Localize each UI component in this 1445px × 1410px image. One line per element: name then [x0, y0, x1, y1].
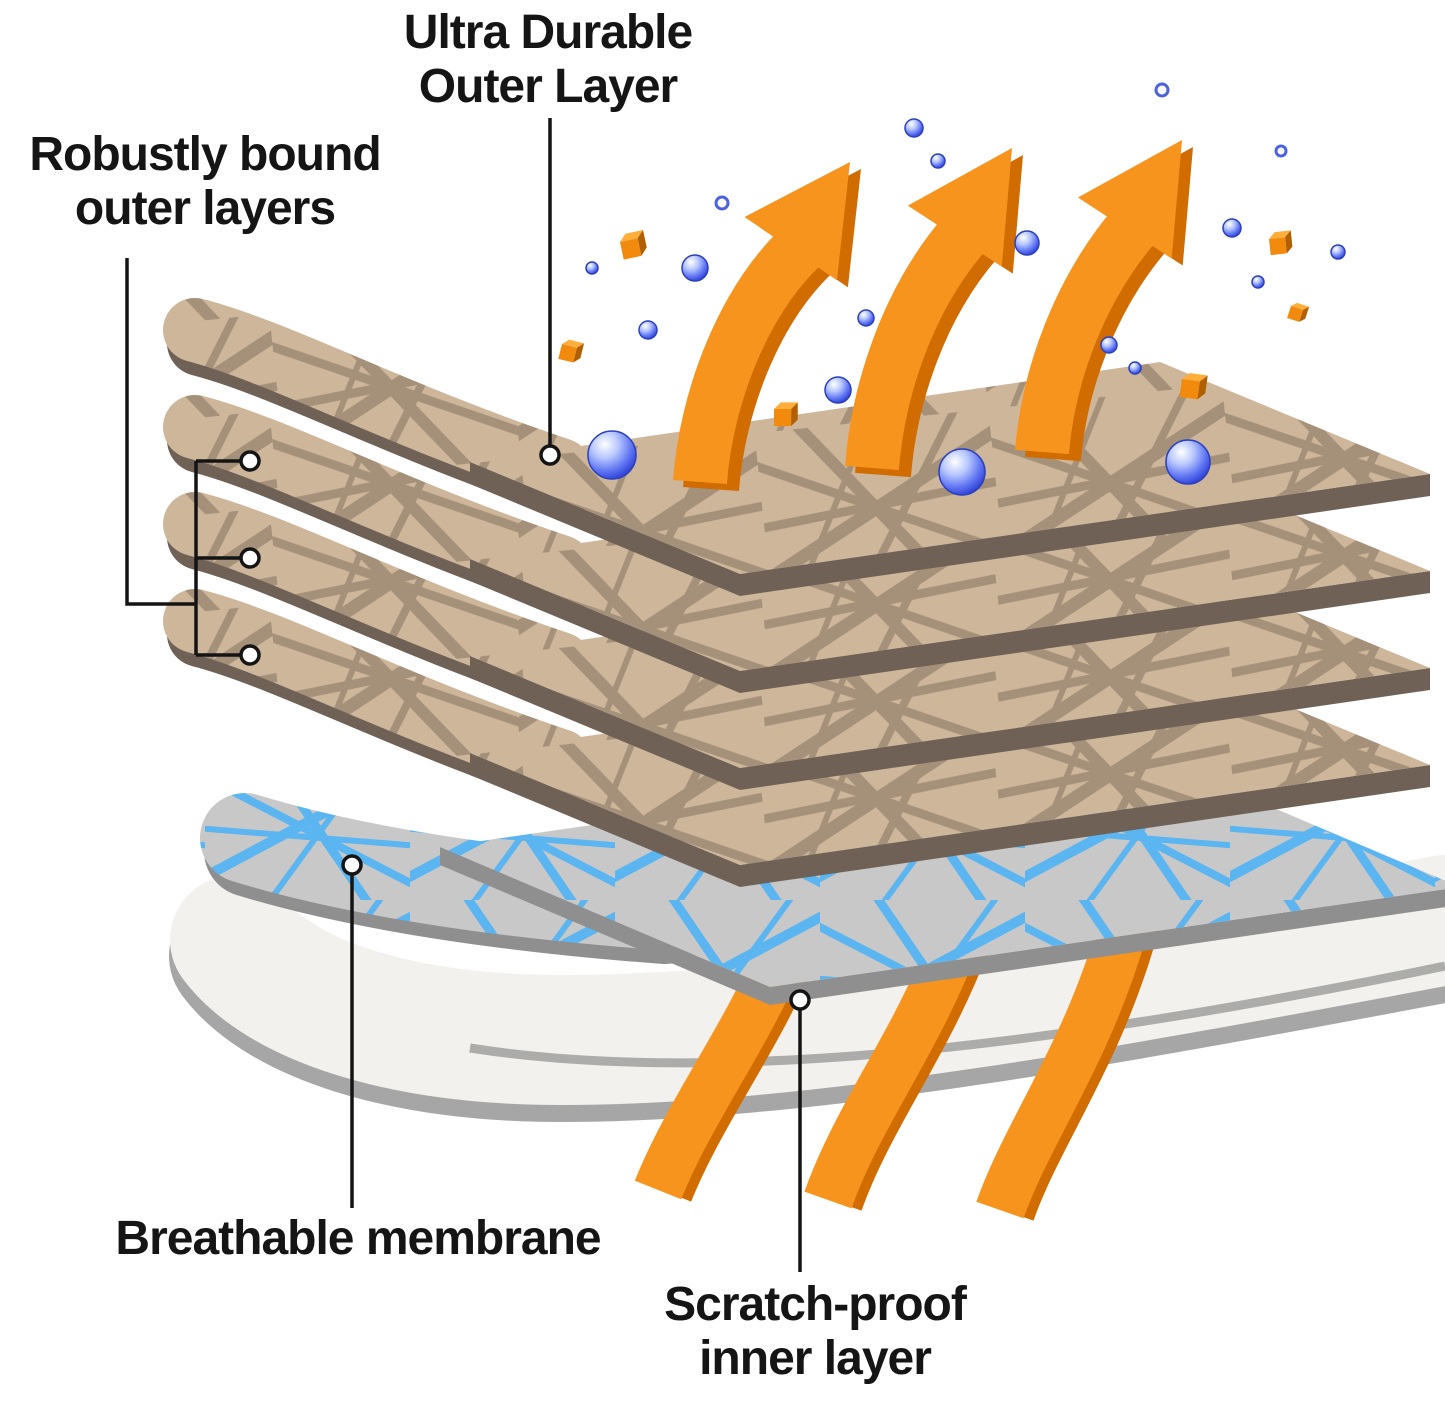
marker-membrane [341, 854, 363, 876]
label-outer-layer-line2: Outer Layer [418, 59, 678, 113]
label-bound-layers-line2: outer layers [74, 181, 336, 235]
breathability-arrow-bodies [673, 140, 1182, 485]
water-droplets [585, 82, 1346, 496]
dirt-cube-icon [1287, 301, 1310, 324]
label-inner-layer-line1: Scratch-proof [664, 1278, 967, 1331]
label-outer-layer: Ultra Durable Outer Layer [288, 6, 808, 114]
droplet-icon [1251, 275, 1265, 289]
droplet-icon [938, 448, 986, 496]
droplet-icon [681, 254, 709, 282]
label-inner-layer: Scratch-proof inner layer [565, 1278, 1065, 1386]
droplet-outline-icon [1274, 144, 1288, 158]
label-membrane: Breathable membrane [58, 1212, 658, 1266]
marker-layer-2 [239, 450, 261, 472]
inner-layer-face [170, 855, 1445, 1106]
droplet-icon [824, 376, 852, 404]
droplet-icon [1330, 244, 1346, 260]
marker-inner-layer [789, 989, 811, 1011]
marker-layer-4 [239, 644, 261, 666]
droplet-outline-icon [1154, 82, 1170, 98]
droplet-icon [638, 320, 658, 340]
label-inner-layer-line2: inner layer [699, 1331, 932, 1385]
droplet-icon [857, 309, 875, 327]
droplet-icon [930, 153, 946, 169]
fabric-stack [195, 330, 1430, 887]
droplet-icon [585, 261, 599, 275]
dirt-cube-icon [1268, 230, 1294, 256]
marker-layer-3 [239, 547, 261, 569]
leader-lines [125, 118, 802, 1272]
label-membrane-text: Breathable membrane [115, 1212, 601, 1265]
droplet-icon [904, 118, 924, 138]
label-outer-layer-line1: Ultra Durable [403, 6, 693, 59]
droplet-icon [1014, 230, 1040, 256]
droplet-icon [1165, 439, 1211, 485]
droplet-outline-icon [714, 195, 730, 211]
droplet-icon [1222, 218, 1242, 238]
droplet-icon [587, 430, 637, 480]
membrane-face-edge [440, 847, 1445, 1005]
droplet-icon [1100, 336, 1118, 354]
label-bound-layers: Robustly bound outer layers [0, 128, 410, 236]
breathability-arrows-top [673, 140, 1193, 492]
marker-outer-layer [539, 444, 561, 466]
airflow-arrows-bottom [634, 913, 1160, 1221]
point-markers [239, 444, 811, 1011]
leader-bound-main [125, 258, 196, 606]
label-bound-layers-line1: Robustly bound [29, 128, 381, 181]
dirt-cube-icon [774, 402, 798, 427]
droplet-icon [1128, 361, 1142, 375]
dirt-cube-icon [618, 229, 649, 260]
dirt-cube-icon [558, 338, 585, 364]
